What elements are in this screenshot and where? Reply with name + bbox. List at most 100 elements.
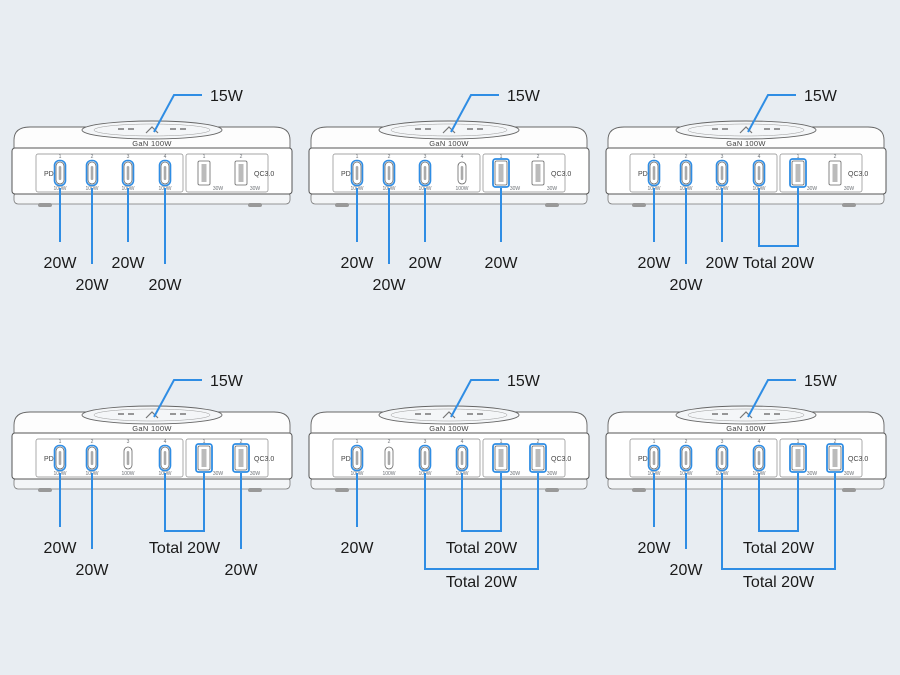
- c-port-number: 3: [424, 439, 427, 445]
- port-output-label: 20W: [112, 255, 146, 272]
- a-port-number: 1: [500, 154, 503, 160]
- wireless-pad-ring: [93, 123, 211, 137]
- active-port-highlight: [53, 444, 67, 472]
- usb-a-port-group: [185, 153, 269, 193]
- usb-a-port-group: [779, 153, 863, 193]
- wireless-logo-icon: [739, 126, 753, 134]
- usb-c-port-tongue: [460, 451, 464, 465]
- usb-c-port-group: [629, 153, 778, 193]
- usb-a-port-group: [779, 438, 863, 478]
- shared-output-label: Total 20W: [446, 574, 518, 591]
- port-output-label: 20W: [638, 255, 672, 272]
- active-port-highlight: [715, 444, 729, 472]
- a-port-mark: 30W: [213, 471, 224, 477]
- c-port-number: 1: [653, 439, 656, 445]
- c-port-mark: 100W: [455, 186, 468, 192]
- usb-c-port-tongue: [58, 451, 62, 465]
- c-port-number: 3: [721, 439, 724, 445]
- active-port-highlight: [158, 159, 172, 187]
- usb-a-port-group: [482, 153, 566, 193]
- pd-label: PD: [44, 171, 54, 178]
- active-port-highlight: [121, 159, 135, 187]
- usb-a-port-tongue: [498, 449, 504, 467]
- a-port-mark: 30W: [510, 471, 521, 477]
- usb-a-port-tongue: [238, 449, 244, 467]
- port-output-label: 20W: [485, 255, 519, 272]
- wireless-pad: [378, 405, 520, 425]
- active-port-highlight: [350, 444, 364, 472]
- wireless-pad-ring: [687, 123, 805, 137]
- port-output-label: 20W: [76, 562, 110, 579]
- wireless-pad: [81, 405, 223, 425]
- usb-c-port-tongue: [652, 166, 656, 180]
- usb-a-port-tongue: [201, 449, 207, 467]
- a-port-number: 2: [537, 439, 540, 445]
- active-port-highlight: [418, 444, 432, 472]
- usb-c-port-tongue: [757, 166, 761, 180]
- a-port-mark: 30W: [250, 186, 261, 192]
- charger-foot: [248, 488, 262, 492]
- wireless-callout-line: [153, 379, 202, 418]
- usb-c-port-tongue: [90, 166, 94, 180]
- charger-foot: [632, 488, 646, 492]
- charger-body: [605, 432, 887, 480]
- wireless-output-label: 15W: [804, 373, 838, 390]
- wireless-output-label: 15W: [507, 373, 541, 390]
- active-port-highlight: [715, 159, 729, 187]
- active-port-highlight: [679, 159, 693, 187]
- charger-foot: [38, 203, 52, 207]
- wireless-logo-icon: [145, 126, 159, 134]
- a-port-mark: 30W: [510, 186, 521, 192]
- c-port-number: 3: [424, 154, 427, 160]
- usb-c-port-group: [332, 438, 481, 478]
- shared-output-bracket: [758, 473, 799, 532]
- qc-label: QC3.0: [551, 456, 571, 463]
- port-output-label: 20W: [341, 540, 375, 557]
- port-output-label: 20W: [409, 255, 443, 272]
- usb-c-port-tongue: [387, 166, 391, 180]
- usb-a-port-tongue: [832, 164, 838, 182]
- a-port-mark: 30W: [844, 186, 855, 192]
- c-port-number: 3: [721, 154, 724, 160]
- charger-foot: [545, 203, 559, 207]
- shared-output-bracket: [164, 473, 205, 532]
- wireless-output-label: 15W: [210, 88, 244, 105]
- c-port-number: 4: [164, 439, 167, 445]
- a-port-mark: 30W: [844, 471, 855, 477]
- wireless-pad: [675, 120, 817, 140]
- c-port-number: 2: [685, 439, 688, 445]
- a-port-mark: 30W: [213, 186, 224, 192]
- active-port-highlight: [232, 443, 250, 473]
- a-port-number: 1: [797, 439, 800, 445]
- c-port-number: 1: [356, 439, 359, 445]
- c-port-number: 1: [59, 439, 62, 445]
- brand-label: GaN 100W: [132, 424, 172, 433]
- usb-c-port-tongue: [126, 451, 130, 465]
- usb-c-port-tongue: [126, 166, 130, 180]
- shared-output-label: Total 20W: [743, 574, 815, 591]
- charger-body: [308, 432, 590, 480]
- active-port-highlight: [418, 159, 432, 187]
- charger-foot: [248, 203, 262, 207]
- c-port-number: 3: [127, 439, 130, 445]
- active-port-highlight: [455, 444, 469, 472]
- c-port-number: 4: [461, 439, 464, 445]
- a-port-mark: 30W: [807, 471, 818, 477]
- usb-a-port-tongue: [795, 164, 801, 182]
- shared-output-bracket: [461, 473, 502, 532]
- active-port-highlight: [826, 443, 844, 473]
- a-port-mark: 30W: [807, 186, 818, 192]
- active-port-highlight: [53, 159, 67, 187]
- a-port-mark: 30W: [547, 471, 558, 477]
- usb-c-port-tongue: [720, 166, 724, 180]
- usb-c-port-tongue: [652, 451, 656, 465]
- usb-c-port-tongue: [460, 166, 464, 180]
- charger-foot: [38, 488, 52, 492]
- qc-label: QC3.0: [848, 456, 868, 463]
- charger-foot: [632, 203, 646, 207]
- usb-c-port-group: [35, 438, 184, 478]
- usb-c-port-tongue: [684, 166, 688, 180]
